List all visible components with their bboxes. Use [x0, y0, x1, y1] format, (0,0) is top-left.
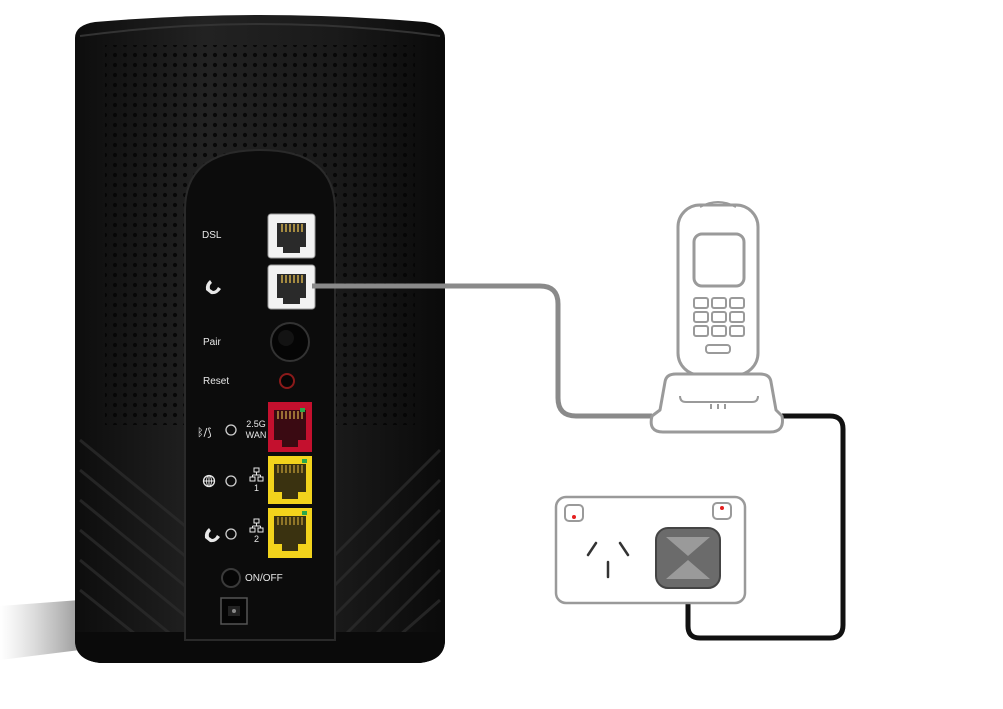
reset-button[interactable]: [279, 373, 295, 389]
network-icon: [249, 518, 264, 533]
wan-label-speed: 2.5G: [246, 419, 266, 429]
phone-icon: [205, 280, 221, 295]
phone-cradle: [649, 372, 784, 434]
lan2-label: 2: [253, 534, 259, 544]
wan-led: [225, 424, 237, 436]
svg-text:ᛒ/⟆: ᛒ/⟆: [197, 426, 212, 439]
lan2-port[interactable]: [268, 508, 312, 558]
pair-button[interactable]: [270, 322, 310, 362]
wan-label: WAN: [245, 430, 267, 440]
bluetooth-wifi-icon: ᛒ/⟆: [197, 426, 212, 439]
power-cable: [685, 413, 846, 641]
phone-line-cable: [312, 283, 652, 419]
reset-label: Reset: [203, 376, 230, 387]
floor-shadow: [0, 600, 80, 660]
lan1-port[interactable]: [268, 456, 312, 504]
dsl-label: DSL: [202, 230, 222, 241]
cordless-phone: [676, 201, 760, 377]
phone-icon: [204, 528, 220, 543]
dsl-port[interactable]: [267, 213, 316, 259]
power-button[interactable]: [221, 568, 241, 588]
phone-led: [225, 528, 237, 540]
phone-port[interactable]: [267, 264, 316, 310]
globe-icon: [202, 474, 216, 488]
on-off-label: ON/OFF: [245, 573, 283, 584]
internet-led: [225, 475, 237, 487]
lan1-label: 1: [253, 483, 259, 493]
network-icon: [249, 467, 264, 482]
wan-port[interactable]: [268, 402, 312, 452]
power-jack[interactable]: [220, 597, 248, 625]
power-plug: [655, 527, 721, 589]
pair-label: Pair: [203, 337, 221, 348]
